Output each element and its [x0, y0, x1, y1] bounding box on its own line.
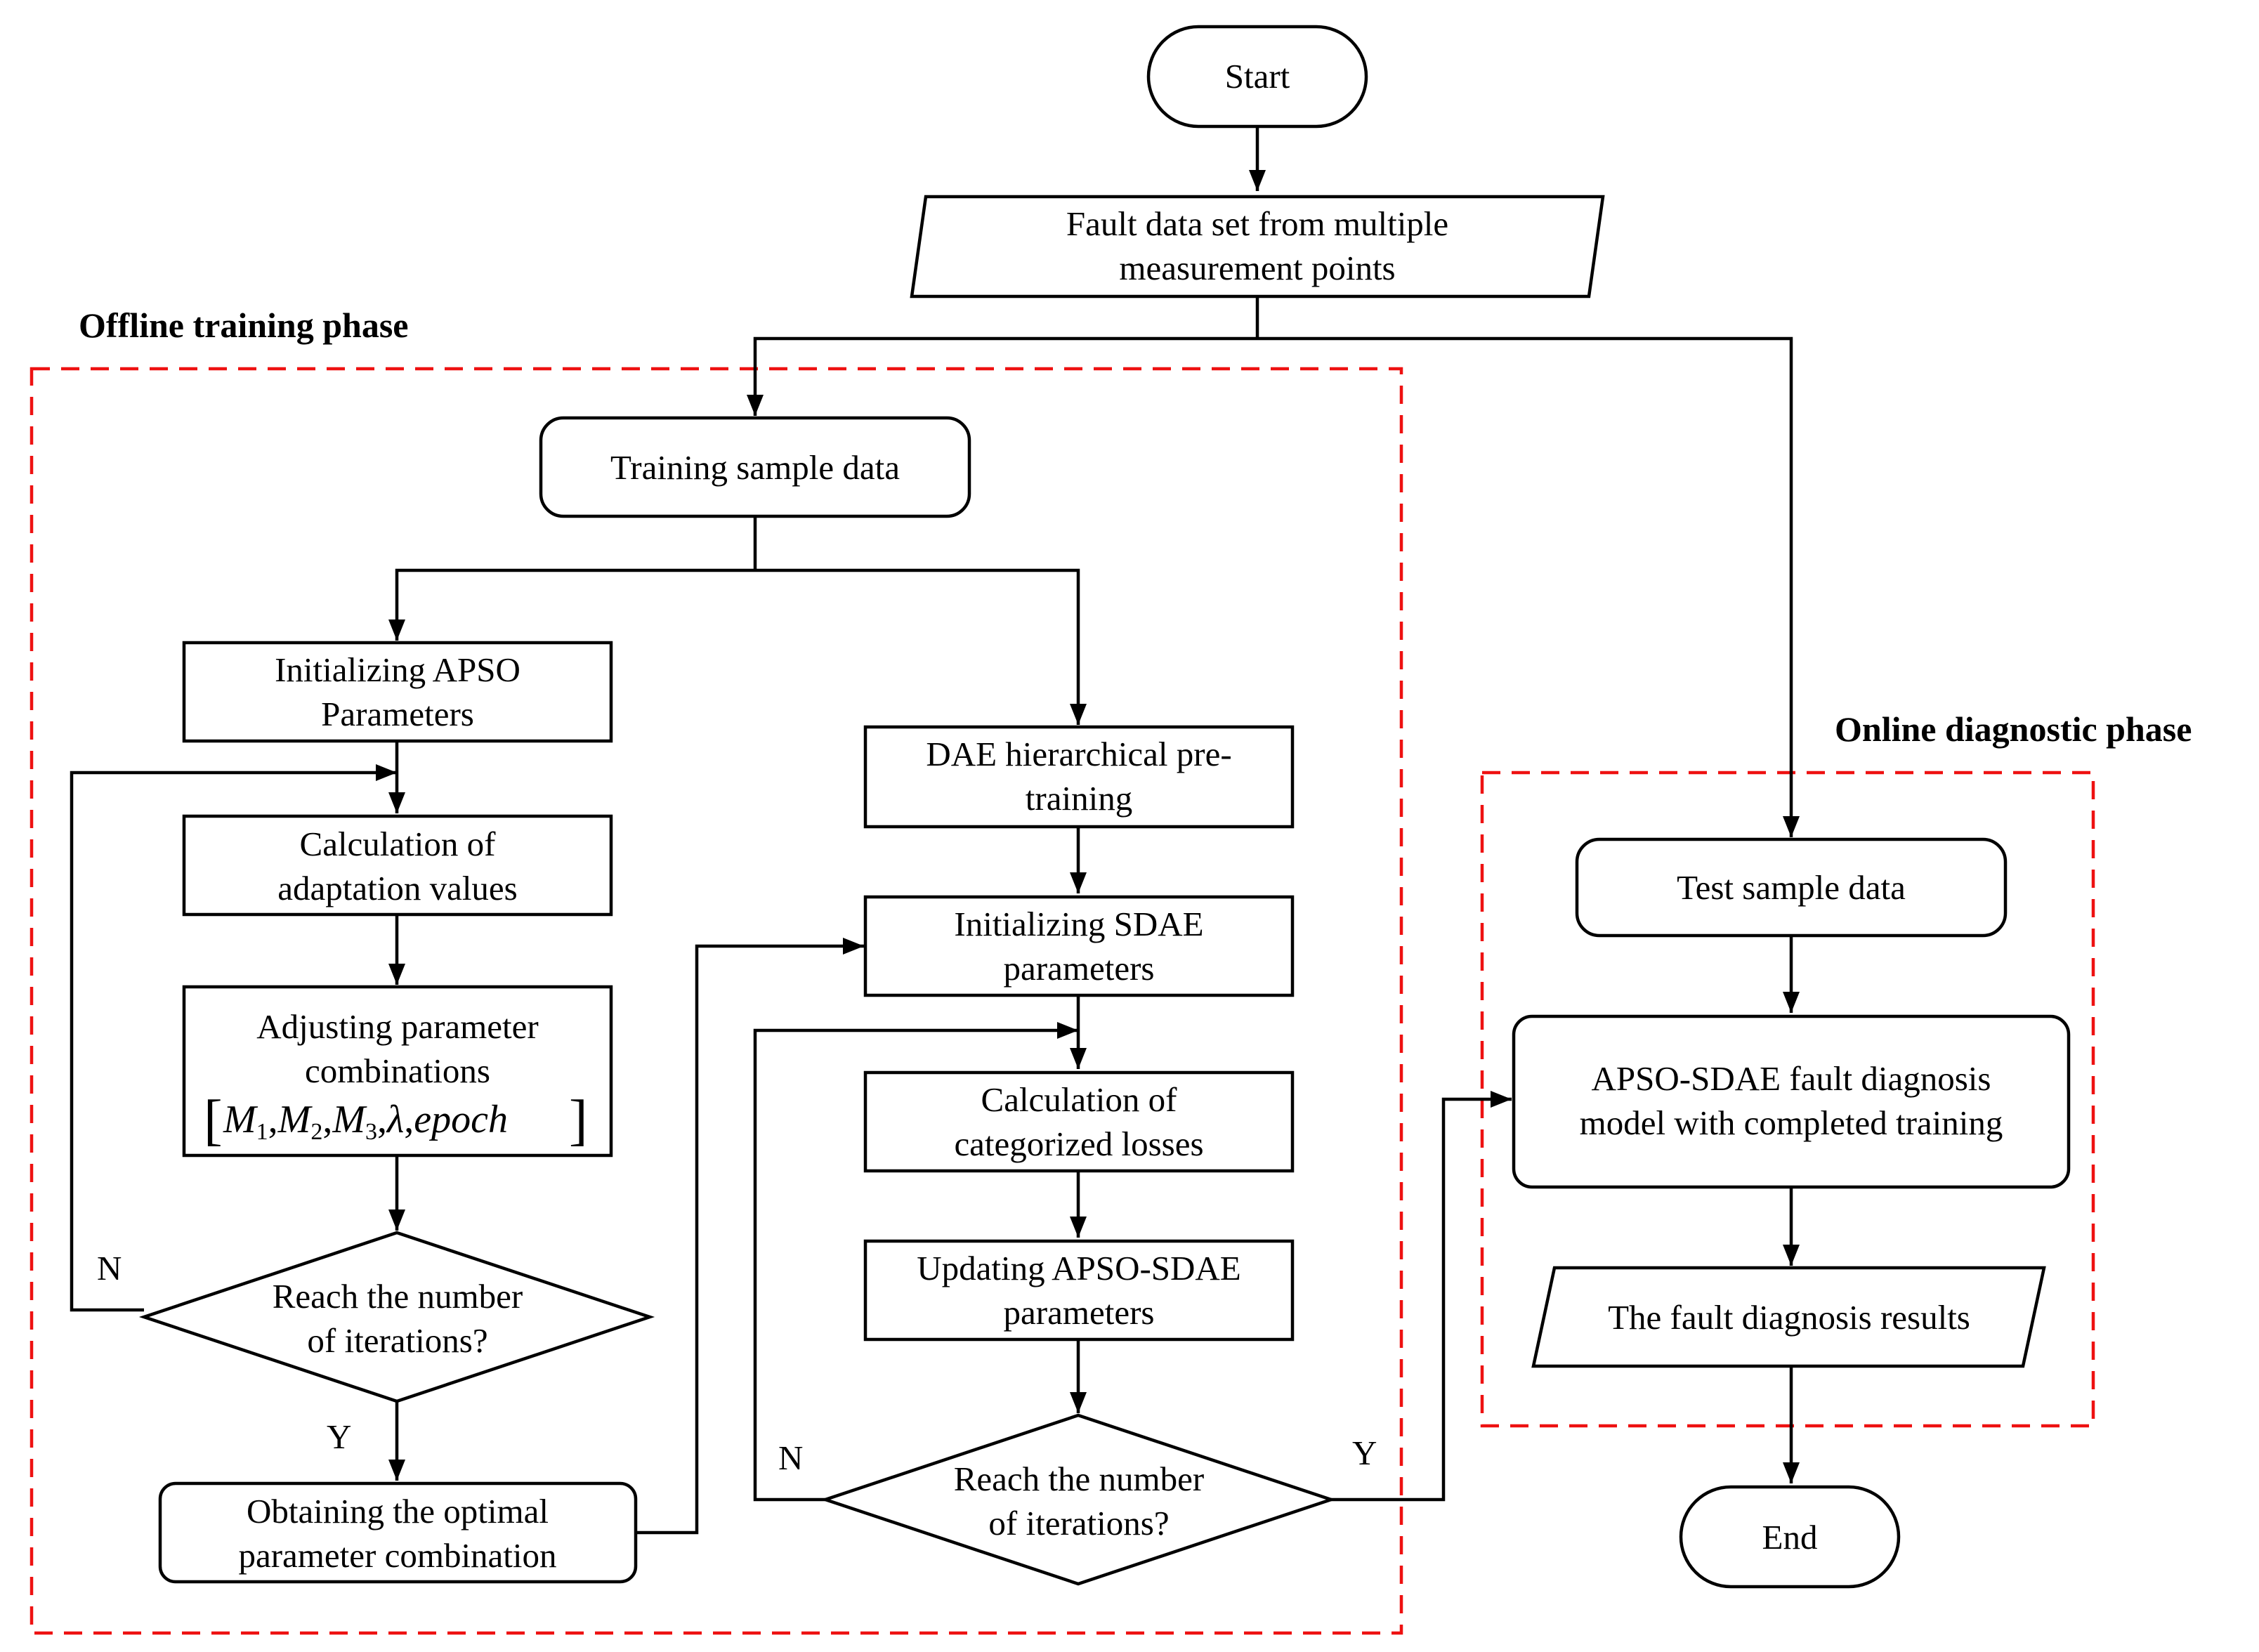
param-vector: M1,M2,M3,λ,epoch	[223, 1098, 508, 1145]
fault-data-line-2: measurement points	[1119, 249, 1395, 287]
dae-pretrain-line-2: training	[1026, 779, 1132, 818]
fault-data-line-1: Fault data set from multiple	[1066, 204, 1448, 243]
arrow-to-init-apso	[388, 568, 755, 641]
online-phase-box	[1480, 771, 2095, 1428]
arrow-left-loop-no	[70, 764, 397, 1312]
update-params-line-2: parameters	[1004, 1293, 1155, 1332]
decision-right-line-2: of iterations?	[988, 1504, 1169, 1542]
init-sdae-line-2: parameters	[1004, 949, 1155, 988]
results-node: The fault diagnosis results	[1531, 1266, 2046, 1368]
model-line-1: APSO-SDAE fault diagnosis	[1592, 1059, 1991, 1098]
online-phase-label: Online diagnostic phase	[1835, 709, 2192, 749]
right-no-label: N	[778, 1438, 803, 1477]
init-sdae-node: Initializing SDAE parameters	[863, 895, 1295, 997]
optimal-node: Obtaining the optimal parameter combinat…	[158, 1481, 638, 1584]
calc-adapt-line-1: Calculation of	[300, 825, 497, 863]
offline-phase-box	[30, 367, 1403, 1635]
init-apso-node: Initializing APSO Parameters	[182, 641, 613, 743]
training-sample-node: Training sample data	[539, 416, 971, 518]
update-params-node: Updating APSO-SDAE parameters	[863, 1239, 1295, 1342]
calc-loss-line-2: categorized losses	[954, 1125, 1203, 1163]
model-line-2: model with completed training	[1580, 1103, 2003, 1142]
arrow-to-dae	[755, 568, 1087, 725]
arrow-optimal-to-init-sdae	[636, 938, 864, 1535]
init-sdae-line-1: Initializing SDAE	[954, 905, 1203, 943]
adjust-params-line-2: combinations	[305, 1051, 490, 1090]
arrow-to-test	[1257, 336, 1800, 837]
arrow-decision-to-model	[1331, 1091, 1512, 1502]
training-sample-label: Training sample data	[610, 448, 900, 487]
decision-right-node: Reach the number of iterations?	[820, 1413, 1337, 1586]
calc-adapt-node: Calculation of adaptation values	[182, 814, 613, 917]
decision-right-line-1: Reach the number	[954, 1460, 1204, 1498]
adjust-params-line-1: Adjusting parameter	[256, 1007, 538, 1046]
calc-loss-line-1: Calculation of	[981, 1080, 1178, 1119]
dae-pretrain-node: DAE hierarchical pre- training	[863, 725, 1295, 829]
start-node: Start	[1146, 25, 1368, 129]
param-vector-open: [	[204, 1089, 223, 1151]
offline-phase-label: Offline training phase	[79, 306, 408, 345]
decision-left-node: Reach the number of iterations?	[138, 1231, 655, 1403]
fault-data-node: Fault data set from multiple measurement…	[910, 195, 1605, 299]
calc-adapt-line-2: adaptation values	[277, 869, 518, 907]
param-vector-close: ]	[569, 1089, 588, 1151]
test-sample-label: Test sample data	[1677, 868, 1906, 907]
decision-left-line-1: Reach the number	[273, 1277, 523, 1316]
decision-left-line-2: of iterations?	[307, 1321, 487, 1360]
arrow-right-loop-no	[753, 1022, 1078, 1502]
model-node: APSO-SDAE fault diagnosis model with com…	[1512, 1014, 2071, 1189]
test-sample-node: Test sample data	[1575, 837, 2008, 938]
init-apso-line-1: Initializing APSO	[275, 650, 520, 689]
init-apso-line-2: Parameters	[321, 695, 474, 733]
dae-pretrain-line-1: DAE hierarchical pre-	[926, 735, 1231, 773]
update-params-line-1: Updating APSO-SDAE	[917, 1249, 1240, 1287]
left-no-label: N	[97, 1249, 122, 1287]
start-label: Start	[1225, 57, 1290, 96]
end-label: End	[1762, 1518, 1818, 1556]
arrow-to-training	[747, 336, 1257, 416]
connectors	[70, 126, 1800, 1535]
end-node: End	[1679, 1485, 1901, 1589]
adjust-params-node: Adjusting parameter combinations [ M1,M2…	[182, 985, 613, 1158]
left-yes-label: Y	[327, 1417, 351, 1456]
results-label: The fault diagnosis results	[1608, 1298, 1970, 1337]
right-yes-label: Y	[1352, 1434, 1377, 1472]
optimal-line-2: parameter combination	[238, 1536, 556, 1575]
optimal-line-1: Obtaining the optimal	[247, 1492, 549, 1530]
calc-loss-node: Calculation of categorized losses	[863, 1070, 1295, 1173]
